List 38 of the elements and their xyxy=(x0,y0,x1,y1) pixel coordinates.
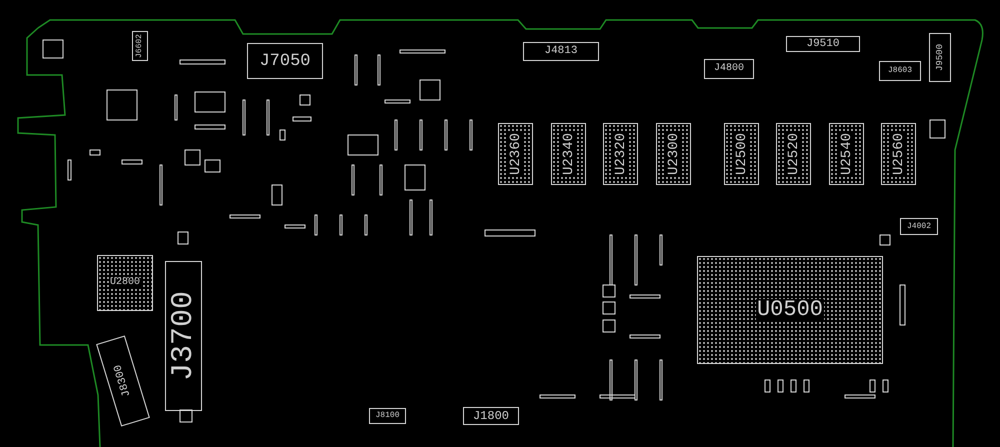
designator-label: U2800 xyxy=(108,278,141,288)
connector-outline xyxy=(96,336,150,426)
connector-outline xyxy=(786,36,860,52)
designator-label: U2300 xyxy=(666,132,682,175)
connector-outline xyxy=(165,261,202,411)
designator-label: U2340 xyxy=(560,132,576,175)
designator-label: U0500 xyxy=(756,299,824,321)
designator-label: U2320 xyxy=(612,132,628,175)
connector-outline xyxy=(929,33,951,82)
connector-outline xyxy=(132,31,148,61)
chip-footprint xyxy=(656,123,691,185)
designator-label: J8603 xyxy=(886,67,913,75)
connector-outline xyxy=(463,407,519,425)
connector-outline xyxy=(369,408,406,424)
designator-label: J9500 xyxy=(934,44,946,71)
connector-outline xyxy=(523,42,599,61)
connector-outline xyxy=(900,218,938,235)
chip-footprint xyxy=(829,123,864,185)
chip-footprint xyxy=(498,123,533,185)
designator-label: U2500 xyxy=(734,132,750,175)
connector-outline xyxy=(879,61,921,81)
designator-label: J4002 xyxy=(906,222,932,230)
chip-footprint xyxy=(881,123,916,185)
connector-outline xyxy=(704,59,754,79)
chip-footprint xyxy=(551,123,586,185)
designator-label: U2560 xyxy=(890,132,906,175)
designator-label: U2520 xyxy=(786,132,802,175)
designator-label: J8100 xyxy=(374,412,400,420)
designator-label: J1800 xyxy=(472,410,510,422)
chip-footprint xyxy=(603,123,638,185)
connector-outline xyxy=(247,43,323,79)
designator-label: J9510 xyxy=(805,38,840,50)
designator-label: U2360 xyxy=(508,132,524,175)
chip-footprint xyxy=(697,256,883,364)
chip-footprint xyxy=(97,255,153,311)
chip-footprint xyxy=(776,123,811,185)
chip-footprint xyxy=(724,123,759,185)
designator-label: U2540 xyxy=(838,132,854,175)
